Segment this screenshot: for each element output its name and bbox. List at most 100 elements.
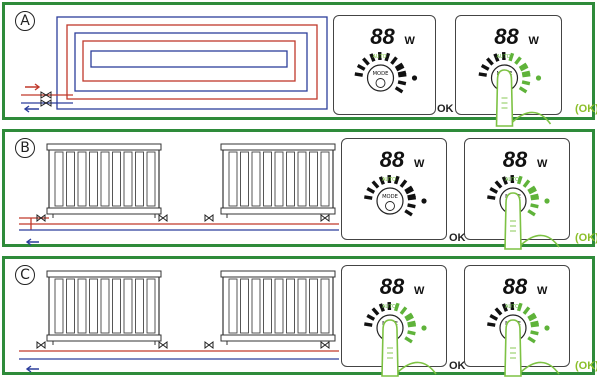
power-level-segment xyxy=(371,307,380,316)
power-level-segment xyxy=(407,196,417,201)
power-level-segment xyxy=(399,179,408,188)
radiator-system-c xyxy=(19,270,339,373)
lcd-unit: W xyxy=(405,35,416,47)
power-level-segment xyxy=(378,303,385,312)
power-level-segment xyxy=(530,196,540,201)
power-level-segment xyxy=(390,56,398,65)
lcd-display-digits: 88 xyxy=(494,24,519,49)
power-level-segment xyxy=(508,52,515,62)
lcd-display-digits: 88 xyxy=(503,274,528,299)
power-level-segment xyxy=(486,57,494,66)
auto-label: AUTO xyxy=(505,304,519,310)
power-level-segment xyxy=(404,209,413,217)
power-level-segment xyxy=(397,70,407,76)
radiator-system-b xyxy=(19,143,339,246)
auto-label: AUTO xyxy=(497,54,511,60)
power-level-segment xyxy=(501,303,508,312)
status-led xyxy=(421,325,427,331)
power-level-segment xyxy=(518,86,528,94)
ok-text-left: OK xyxy=(449,360,466,372)
mode-label: MODE xyxy=(382,194,398,200)
mode-label: MODE xyxy=(373,71,389,77)
power-level-segment xyxy=(522,179,531,188)
power-level-segment xyxy=(494,307,503,316)
power-level-segment xyxy=(480,63,490,71)
power-level-segment xyxy=(395,64,405,72)
power-icon xyxy=(375,78,386,88)
power-level-segment xyxy=(501,176,508,185)
power-level-segment xyxy=(364,195,373,200)
power-level-segment xyxy=(489,313,499,321)
status-led xyxy=(544,325,550,331)
ok-text-right: (OK) xyxy=(575,232,597,244)
power-level-segment xyxy=(366,186,376,194)
power-level-segment xyxy=(530,330,539,336)
ok-text-left: OK xyxy=(449,232,466,244)
power-level-segment xyxy=(516,175,523,185)
radiator-icon xyxy=(46,143,162,218)
power-level-segment xyxy=(398,73,407,78)
power-level-segment xyxy=(487,322,496,327)
panel-label-a: A xyxy=(15,11,35,31)
power-level-segment xyxy=(530,323,540,328)
power-level-segment xyxy=(378,176,385,185)
power-level-segment xyxy=(356,63,366,71)
lcd-unit: W xyxy=(537,285,548,297)
lcd-unit: W xyxy=(414,158,425,170)
lcd-display-digits: 88 xyxy=(380,274,405,299)
power-level-segment xyxy=(394,62,404,70)
power-level-segment xyxy=(404,185,413,193)
radiator-icon xyxy=(220,143,336,218)
power-level-segment xyxy=(404,312,413,320)
underfloor-heating-loop xyxy=(21,16,328,113)
power-level-segment xyxy=(493,53,500,62)
power-level-segment xyxy=(393,302,400,312)
ok-text-right: (OK) xyxy=(575,103,597,115)
power-level-segment xyxy=(354,72,363,77)
lcd-display-digits: 88 xyxy=(503,147,528,172)
status-led xyxy=(421,198,427,204)
power-level-segment xyxy=(489,186,499,194)
power-level-segment xyxy=(516,302,523,312)
power-level-segment xyxy=(394,86,404,94)
power-level-segment xyxy=(369,53,376,62)
lcd-unit: W xyxy=(537,158,548,170)
panel-label-b: B xyxy=(15,138,35,158)
auto-label: AUTO xyxy=(505,177,519,183)
power-level-segment xyxy=(404,336,413,344)
power-level-segment xyxy=(399,306,408,315)
power-level-segment xyxy=(362,57,370,66)
power-level-segment xyxy=(527,336,536,344)
power-level-segment xyxy=(514,56,522,65)
power-level-segment xyxy=(527,209,536,217)
lcd-unit: W xyxy=(529,35,540,47)
power-icon xyxy=(385,201,395,211)
power-level-segment xyxy=(530,320,539,326)
lcd-unit: W xyxy=(414,285,425,297)
power-level-segment xyxy=(530,203,539,209)
power-level-segment xyxy=(519,64,529,72)
power-level-segment xyxy=(407,323,417,328)
power-level-segment xyxy=(521,70,531,76)
power-level-segment xyxy=(522,73,531,78)
ok-text-right: (OK) xyxy=(575,360,597,372)
power-level-segment xyxy=(405,187,414,195)
mode-button[interactable] xyxy=(376,187,404,215)
power-level-segment xyxy=(407,193,416,199)
mode-button[interactable] xyxy=(366,64,395,92)
power-level-segment xyxy=(478,72,487,77)
power-level-segment xyxy=(494,180,503,189)
power-level-segment xyxy=(522,306,531,315)
auto-label: AUTO xyxy=(382,177,396,183)
